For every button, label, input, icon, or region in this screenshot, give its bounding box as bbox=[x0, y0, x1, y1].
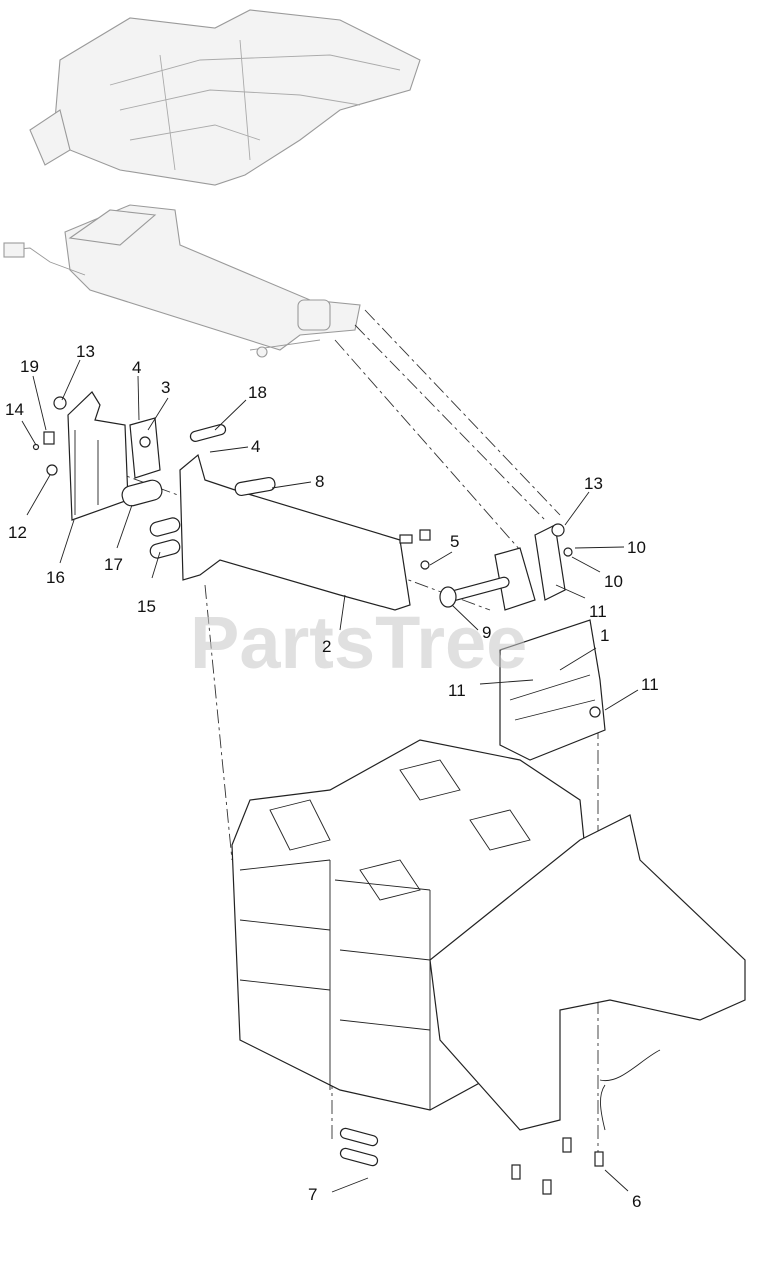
hood-assembly bbox=[29, 9, 421, 186]
callout-16: 16 bbox=[46, 568, 65, 587]
callout-3: 3 bbox=[161, 378, 170, 397]
watermark-text: PartsTree bbox=[190, 601, 527, 684]
callout-14: 14 bbox=[5, 400, 24, 419]
callout-1: 1 bbox=[600, 626, 609, 645]
callout-4b: 4 bbox=[251, 437, 260, 456]
right-bracket-assembly bbox=[439, 523, 606, 761]
callout-11b: 11 bbox=[448, 681, 466, 700]
callout-15: 15 bbox=[137, 597, 156, 616]
callout-4a: 4 bbox=[132, 358, 141, 377]
main-arm bbox=[179, 453, 413, 611]
callout-17: 17 bbox=[104, 555, 123, 574]
callout-5: 5 bbox=[450, 532, 459, 551]
callout-8: 8 bbox=[315, 472, 324, 491]
hinge-bracket bbox=[121, 417, 227, 559]
callout-10b: 10 bbox=[604, 572, 623, 591]
callout-10a: 10 bbox=[627, 538, 646, 557]
callout-2: 2 bbox=[322, 637, 331, 656]
frame-assembly bbox=[3, 204, 361, 358]
callout-18: 18 bbox=[248, 383, 267, 402]
callout-13b: 13 bbox=[584, 474, 603, 493]
side-frame bbox=[429, 814, 746, 1131]
callout-13a: 13 bbox=[76, 342, 95, 361]
callout-11c: 11 bbox=[641, 675, 659, 694]
left-bracket bbox=[32, 391, 129, 521]
callout-7: 7 bbox=[308, 1185, 317, 1204]
callout-6: 6 bbox=[632, 1192, 641, 1211]
leader-lines bbox=[21, 359, 639, 1193]
callout-9: 9 bbox=[482, 623, 491, 642]
callout-12: 12 bbox=[8, 523, 27, 542]
hardware bbox=[339, 529, 604, 1195]
callout-11a: 11 bbox=[589, 602, 607, 621]
callout-labels: 1 2 3 4 4 5 6 7 8 9 10 10 11 11 11 12 13… bbox=[5, 342, 659, 1211]
callout-19: 19 bbox=[20, 357, 39, 376]
